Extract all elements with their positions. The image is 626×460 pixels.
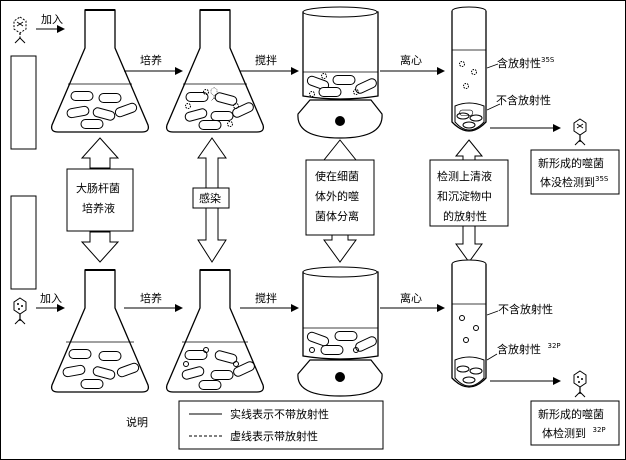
- separate-line3: 菌体分离: [315, 209, 359, 223]
- labeled-phage-icon-top: [13, 16, 27, 44]
- blender-top: [297, 6, 383, 139]
- separate-box: [305, 159, 375, 236]
- labeled-phage-icon-bottom: [13, 297, 27, 325]
- infect-label: 感染: [199, 191, 221, 205]
- separate-line2: 体外的噬: [315, 189, 359, 203]
- pellet-label-top: 不含放射性: [496, 93, 551, 107]
- detect-line3: 的放射性: [443, 209, 487, 223]
- supernatant-label-top: 含放射性35S: [497, 56, 555, 70]
- add-label-top: 加入: [41, 13, 63, 26]
- culture-label-top: 培养: [140, 53, 162, 67]
- centrifuge-label-top: 离心: [400, 53, 422, 67]
- ecoli-box: [66, 168, 134, 232]
- pellet-leader-bottom: [486, 353, 498, 361]
- flask-2-top: [165, 9, 265, 133]
- stir-label-top: 搅拌: [255, 53, 277, 67]
- supernatant-isotope-top: 35S: [541, 56, 555, 64]
- legend-box: [178, 400, 384, 450]
- stir-label-bottom: 搅拌: [255, 291, 277, 305]
- flask-2-bottom: [165, 269, 265, 393]
- legend-title: 说明: [126, 415, 148, 429]
- supernatant-leader-bottom: [486, 310, 499, 316]
- tube-bottom: [451, 259, 487, 388]
- pellet-leader-top: [486, 103, 501, 111]
- supernatant-leader-top: [486, 63, 499, 69]
- pellet-label-bottom: 含放射性 32P: [497, 342, 561, 356]
- blender-bottom: [297, 266, 383, 397]
- culture-label-bottom: 培养: [140, 291, 162, 305]
- new-phage-icon-bottom: [573, 370, 587, 398]
- result-line1-bottom: 新形成的噬菌: [538, 407, 604, 421]
- separate-line1: 使在细菌: [315, 170, 359, 183]
- result-line1-top: 新形成的噬菌: [538, 156, 604, 170]
- ecoli-line1: 大肠杆菌: [76, 181, 120, 195]
- legend-dashed-label: 虚线表示带放射性: [230, 429, 318, 443]
- legend-solid-label: 实线表示不带放射性: [230, 407, 329, 421]
- flask-1-top: [50, 9, 150, 133]
- ecoli-line2: 培养液: [82, 201, 115, 215]
- result-line2-bottom: 体检测到 32P: [542, 426, 606, 440]
- new-phage-icon-top: [573, 118, 587, 146]
- supernatant-label-bottom: 不含放射性: [498, 302, 553, 316]
- result-line2-top: 体没检测到35S: [540, 175, 609, 189]
- side-bar-top: [10, 55, 37, 150]
- result-isotope-top: 35S: [595, 175, 609, 183]
- centrifuge-label-bottom: 离心: [400, 291, 422, 305]
- side-bar-bottom: [10, 195, 37, 290]
- double-arrow-ecoli: [80, 137, 120, 263]
- detect-line2: 和沉淀物中: [437, 189, 492, 203]
- result-box-bottom: [530, 400, 620, 446]
- add-label-bottom: 加入: [40, 292, 62, 305]
- result-box-top: [530, 149, 620, 195]
- infect-box: [192, 187, 230, 209]
- detect-line1: 检测上清液: [437, 169, 492, 183]
- pellet-isotope-bottom: 32P: [548, 342, 561, 350]
- detect-box: [429, 159, 509, 227]
- tube-top: [451, 6, 487, 132]
- flask-1-bottom: [50, 269, 150, 393]
- result-isotope-bottom: 32P: [593, 426, 606, 434]
